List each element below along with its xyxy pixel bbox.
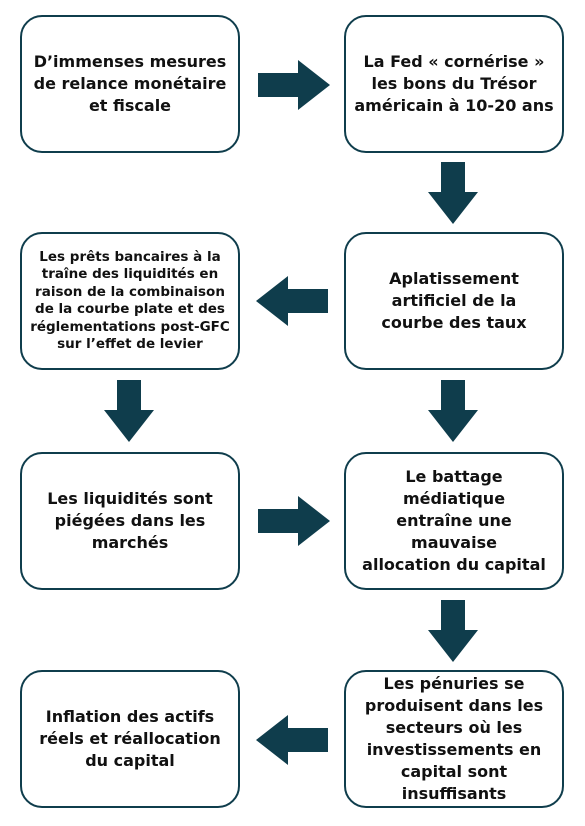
box-aplatissement-courbe: Aplatissement artificiel de la courbe de…	[344, 232, 564, 370]
arrow-down-3	[428, 380, 478, 442]
arrow-right-1	[258, 60, 330, 110]
box-penuries-secteurs: Les pénuries se produisent dans les sect…	[344, 670, 564, 808]
arrow-down-1	[428, 162, 478, 224]
box-battage-mediatique: Le battage médiatique entraîne une mauva…	[344, 452, 564, 590]
box-inflation-actifs-reels: Inflation des actifs réels et réallocati…	[20, 670, 240, 808]
box-prets-bancaires-traine: Les prêts bancaires à la traîne des liqu…	[20, 232, 240, 370]
arrow-left-2	[256, 715, 328, 765]
arrow-left-1	[256, 276, 328, 326]
arrow-right-2	[258, 496, 330, 546]
box-liquidites-piegees: Les liquidités sont piégées dans les mar…	[20, 452, 240, 590]
arrow-down-2	[104, 380, 154, 442]
box-fed-cornerise-tresor: La Fed « cornérise » les bons du Trésor …	[344, 15, 564, 153]
box-relance-monetaire-fiscale: D’immenses mesures de relance monétaire …	[20, 15, 240, 153]
arrow-down-4	[428, 600, 478, 662]
